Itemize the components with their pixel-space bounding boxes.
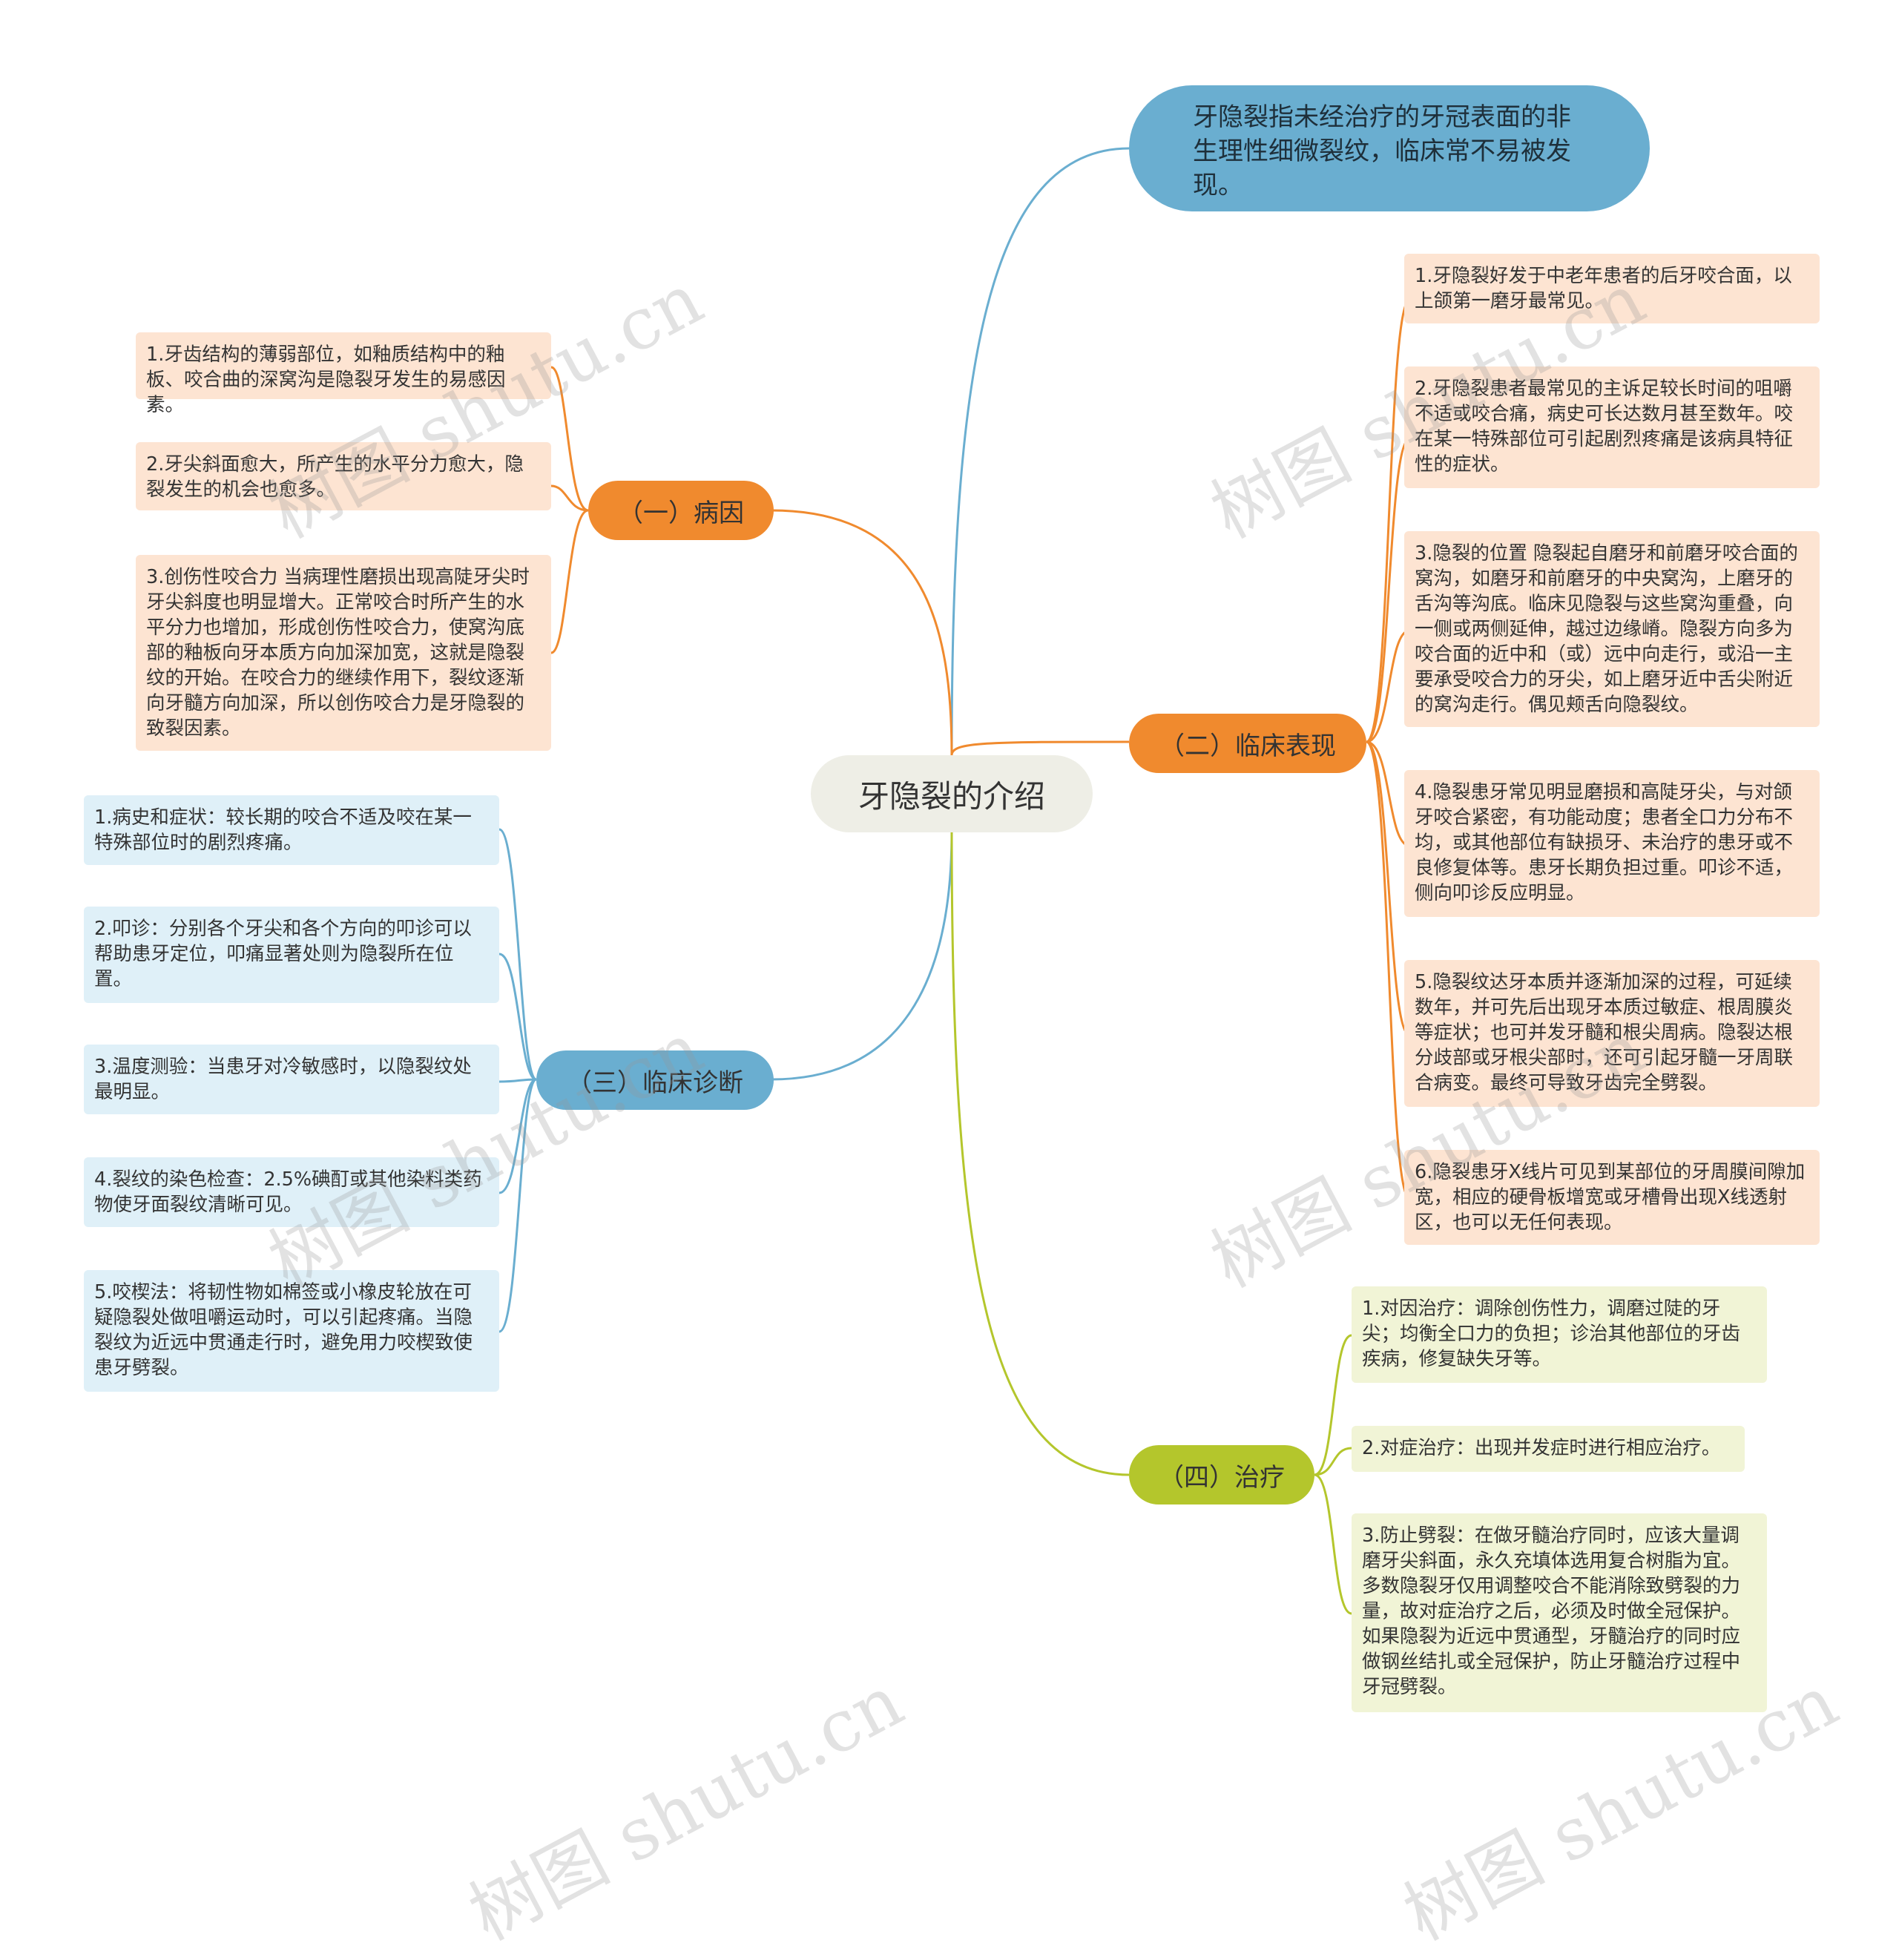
diagnosis-item-4[interactable]: 4.裂纹的染色检查：2.5%碘酊或其他染料类药物使牙面裂纹清晰可见。	[84, 1157, 499, 1227]
clinical-item-1[interactable]: 1.牙隐裂好发于中老年患者的后牙咬合面，以上颌第一磨牙最常见。	[1404, 254, 1820, 323]
clinical-item-6[interactable]: 6.隐裂患牙X线片可见到某部位的牙周膜间隙加宽，相应的硬骨板增宽或牙槽骨出现X线…	[1404, 1150, 1820, 1245]
clinical-item-5[interactable]: 5.隐裂纹达牙本质并逐渐加深的过程，可延续数年，并可先后出现牙本质过敏症、根周膜…	[1404, 960, 1820, 1107]
topic-clinical[interactable]: （二）临床表现	[1129, 714, 1366, 773]
topic-treatment[interactable]: （四）治疗	[1129, 1445, 1314, 1504]
topic-diagnosis[interactable]: （三）临床诊断	[536, 1050, 774, 1110]
treatment-item-1[interactable]: 1.对因治疗：调除创伤性力，调磨过陡的牙尖；均衡全口力的负担；诊治其他部位的牙齿…	[1352, 1286, 1767, 1383]
treatment-item-2[interactable]: 2.对症治疗：出现并发症时进行相应治疗。	[1352, 1426, 1745, 1472]
root-topic[interactable]: 牙隐裂的介绍	[811, 755, 1093, 832]
treatment-item-3[interactable]: 3.防止劈裂：在做牙髓治疗同时，应该大量调磨牙尖斜面，永久充填体选用复合树脂为宜…	[1352, 1513, 1767, 1712]
clinical-item-2[interactable]: 2.牙隐裂患者最常见的主诉足较长时间的咀嚼不适或咬合痛，病史可长达数月甚至数年。…	[1404, 366, 1820, 488]
diagnosis-item-2[interactable]: 2.叩诊：分别各个牙尖和各个方向的叩诊可以帮助患牙定位，叩痛显著处则为隐裂所在位…	[84, 907, 499, 1003]
cause-item-1[interactable]: 1.牙齿结构的薄弱部位，如釉质结构中的釉板、咬合曲的深窝沟是隐裂牙发生的易感因素…	[136, 332, 551, 416]
clinical-item-4[interactable]: 4.隐裂患牙常见明显磨损和高陡牙尖，与对颌牙咬合紧密，有功能动度；患者全口力分布…	[1404, 770, 1820, 917]
cause-item-3[interactable]: 3.创伤性咬合力 当病理性磨损出现高陡牙尖时牙尖斜度也明显增大。正常咬合时所产生…	[136, 555, 551, 751]
diagnosis-item-1[interactable]: 1.病史和症状：较长期的咬合不适及咬在某一特殊部位时的剧烈疼痛。	[84, 795, 499, 865]
topic-cause[interactable]: （一）病因	[588, 481, 774, 540]
diagnosis-item-5[interactable]: 5.咬楔法：将韧性物如棉签或小橡皮轮放在可疑隐裂处做咀嚼运动时，可以引起疼痛。当…	[84, 1270, 499, 1392]
definition-node[interactable]: 牙隐裂指未经治疗的牙冠表面的非生理性细微裂纹，临床常不易被发现。	[1129, 85, 1650, 211]
cause-item-2[interactable]: 2.牙尖斜面愈大，所产生的水平分力愈大，隐裂发生的机会也愈多。	[136, 442, 551, 510]
connector-lines	[498, 147, 1411, 1615]
clinical-item-3[interactable]: 3.隐裂的位置 隐裂起自磨牙和前磨牙咬合面的窝沟，如磨牙和前磨牙的中央窝沟，上磨…	[1404, 531, 1820, 727]
diagnosis-item-3[interactable]: 3.温度测验：当患牙对冷敏感时，以隐裂纹处最明显。	[84, 1045, 499, 1114]
